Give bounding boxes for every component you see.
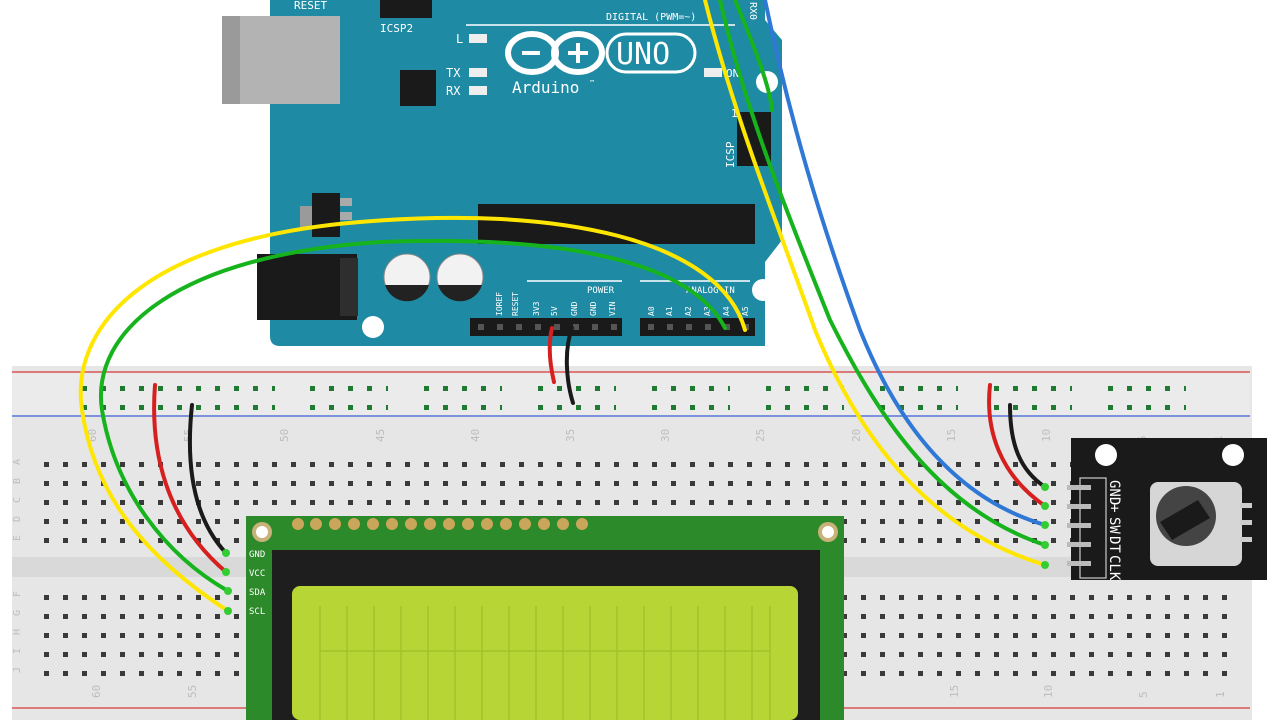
led-on [704,68,722,77]
pin-label: 3V3 [532,301,541,316]
wire-gnd [564,326,575,405]
pin-label: IOREF [495,292,504,316]
col-number: 45 [374,429,387,442]
icsp-label: ICSP [724,141,737,168]
encoder-pin-label: SW [1106,517,1122,534]
encoder-pin-label: CLK [1106,555,1122,581]
wire-enc-gnd [1008,403,1047,489]
row-letter: I [12,648,23,654]
wire-sda [98,238,727,593]
digital-label: DIGITAL (PWM=~) [606,12,696,23]
wire-lcd-gnd [187,403,228,555]
col-number: 25 [754,429,767,442]
analog-in-label: ANALOG IN [686,286,735,296]
col-number: 35 [564,429,577,442]
uno-label: UNO [616,37,670,72]
capacitor [383,253,431,302]
pin-label: A1 [665,306,674,316]
row-letter: D [12,516,23,522]
knob-shaft-flat [1160,500,1210,540]
wires [78,0,1047,613]
arduino-logo [505,31,605,75]
col-number: 1 [1214,691,1227,698]
row-letter: G [12,610,23,616]
pin-label: A3 [703,306,712,316]
encoder-pin-label: DT [1106,536,1122,553]
col-number: 10 [1040,429,1053,442]
rotary-encoder-module: GND + SW DT CLK [1067,438,1267,581]
led-tx [469,68,487,77]
power-header [470,318,622,336]
col-number: 60 [90,685,103,698]
rx0-label: RX0 [747,2,758,20]
trademark: ™ [590,79,594,87]
led-rx-label: RX [446,84,461,98]
pin-label: RESET [511,292,520,316]
col-number: 30 [659,429,672,442]
led-rx [469,86,487,95]
reset-label: RESET [294,0,327,12]
col-number: 20 [850,429,863,442]
lcd-pin-label: GND [249,550,265,560]
pin-label: 5V [550,306,559,316]
mounting-hole [362,316,384,338]
usb-connector [222,16,340,104]
pin-label: A0 [647,306,656,316]
row-letter: A [12,459,23,465]
wire-scl [78,215,747,613]
analog-header [640,318,755,336]
pin-label: GND [589,301,598,316]
row-letter: E [12,535,23,541]
mounting-hole [752,279,774,301]
led-on-label: ON [726,67,739,80]
lcd-pin-label: VCC [249,569,265,579]
row-letter: B [12,478,23,484]
wire-lcd-vcc [152,383,228,574]
pin-label: A2 [684,306,693,316]
pin-label: GND [570,301,579,316]
pin-label: VIN [608,301,617,316]
lcd-header-pins [292,518,588,530]
row-letter: C [12,497,23,503]
col-number: 40 [469,429,482,442]
icsp2-header [380,0,432,18]
wire-5v [547,326,556,384]
col-number: 15 [948,685,961,698]
pin-label: A4 [722,306,731,316]
led-l [469,34,487,43]
lcd-screen [292,586,798,720]
icsp-pin-one: 1 [731,107,738,120]
pin-label: A5 [741,306,750,316]
wire-enc-dt [718,0,1047,547]
uno-badge [605,32,697,74]
lcd-pin-label: SDA [249,588,266,598]
top-rail-holes [70,372,1186,412]
capacitor [436,253,484,302]
voltage-regulator [312,193,340,237]
power-label: POWER [587,286,615,296]
row-letter: J [12,667,23,673]
atmega-chip [478,204,755,244]
wire-enc-clk [703,0,1047,567]
encoder-pin-label: GND [1106,480,1122,505]
col-number: 55 [186,685,199,698]
wire-enc-sw [763,0,1047,527]
arduino-brand-label: Arduino [512,78,579,97]
row-letter: F [12,591,23,597]
col-number: 5 [1137,691,1150,698]
arduino-uno-board: RESET ICSP2 L TX RX ON DIGITAL (PWM=~) R… [222,0,782,346]
led-l-label: L [456,32,463,46]
usb-chip [400,70,436,106]
icsp2-label: ICSP2 [380,22,413,35]
led-tx-label: TX [446,66,461,80]
wire-enc-vcc [987,383,1047,508]
encoder-pin-label: + [1106,504,1122,512]
col-number: 50 [278,429,291,442]
row-letter: H [12,629,23,635]
lcd-pin-label: SCL [249,607,265,617]
col-number: 10 [1042,685,1055,698]
col-number: 15 [945,429,958,442]
lcd-1602-i2c: GND VCC SDA SCL [246,516,844,720]
